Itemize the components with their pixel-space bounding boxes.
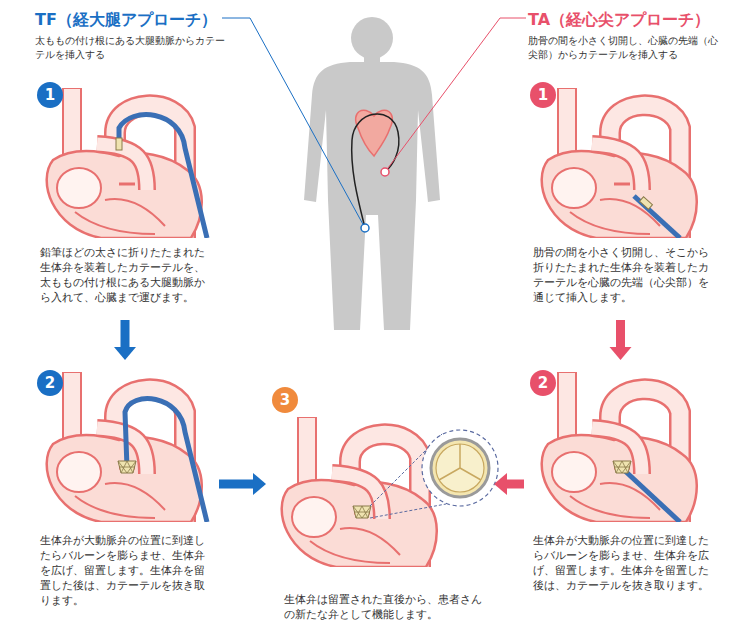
crimped-valve <box>640 197 653 209</box>
body-heart <box>356 110 393 156</box>
arrow-shaft <box>506 480 524 489</box>
callout-number: 1 <box>37 82 63 108</box>
step-panel: 1 肋骨の間を小さく切開し、そこから折りたたまれた生体弁を装着したカテーテルを心臓… <box>528 80 713 312</box>
heart-illustration <box>270 392 500 587</box>
step-panel: 2 生体弁が大動脈弁の位置に到達したらバルーンを膨らませ、生体弁を広げ、留置します… <box>528 368 713 600</box>
heart-illustration <box>530 88 710 238</box>
body-silhouette <box>304 62 440 330</box>
heading-subtext: 肋骨の間を小さく切開し、心臓の先端（心尖部）からカテーテルを挿入する <box>528 34 718 62</box>
heading-text: TF（経大腿アプローチ） <box>35 10 225 30</box>
implanted-valve <box>353 506 371 518</box>
flow-arrow <box>114 320 136 360</box>
heart-illustration <box>530 372 710 522</box>
arrow-shaft <box>219 480 254 489</box>
callout-number: 1 <box>530 82 556 108</box>
catheter <box>119 115 207 238</box>
step-description: 生体弁は留置された直後から、患者さんの新たな弁として機能します。 <box>284 592 489 622</box>
step-description: 生体弁が大動脈弁の位置に到達したらバルーンを膨らませ、生体弁を広げ、留置します。… <box>533 533 711 593</box>
callout-number: 2 <box>530 370 556 396</box>
body-head <box>351 17 393 59</box>
callout-number: 2 <box>37 370 63 396</box>
valve-leaflets <box>436 444 484 492</box>
crimped-valve <box>116 138 122 150</box>
arrow-shaft <box>616 320 625 348</box>
heading-text: TA（経心尖アプローチ） <box>528 10 718 30</box>
zoom-line <box>370 504 446 518</box>
zoom-circle <box>422 430 498 506</box>
catheter <box>125 399 207 522</box>
leaflet-lines <box>439 444 481 480</box>
arrow-head <box>253 473 266 495</box>
heart-illustration <box>35 88 215 238</box>
expanded-valve <box>613 461 631 473</box>
step-panel: 2生体弁が大動脈弁の位置に到達したらバルーンを膨らませ、生体弁を広げ、留置します… <box>35 368 215 600</box>
catheter <box>634 196 680 238</box>
step-panel: 1 鉛筆ほどの太さに折りたたまれた生体弁を装着したカテーテルを、太ももの付け根にあ… <box>35 80 215 312</box>
catheter <box>624 470 680 522</box>
approach-heading: TF（経大腿アプローチ） 太ももの付け根にある大腿動脈からカテーテルを挿入する <box>35 10 225 68</box>
entry-point <box>361 224 369 232</box>
heart <box>542 372 697 522</box>
arrow-head <box>114 347 136 360</box>
entry-point <box>381 168 389 176</box>
heading-subtext: 太ももの付け根にある大腿動脈からカテーテルを挿入する <box>35 34 225 62</box>
leader-line <box>222 18 365 228</box>
step-description: 鉛筆ほどの太さに折りたたまれた生体弁を装着したカテーテルを、太ももの付け根にある… <box>40 245 215 305</box>
arrow-shaft <box>121 320 130 348</box>
flow-arrow <box>494 473 524 495</box>
step-description: 肋骨の間を小さく切開し、そこから折りたたまれた生体弁を装着したカテーテルを心臓の… <box>533 245 711 305</box>
heart <box>542 88 697 238</box>
step-description: 生体弁が大動脈弁の位置に到達したらバルーンを膨らませ、生体弁を広げ、留置します。… <box>40 533 215 608</box>
callout-number: 3 <box>272 387 298 413</box>
heart-illustration <box>35 372 215 522</box>
step-panel: 3 生体弁は留置された直後から、患者さんの新たな弁として機能します。 <box>270 385 490 630</box>
approach-heading: TA（経心尖アプローチ） 肋骨の間を小さく切開し、心臓の先端（心尖部）からカテーテ… <box>528 10 718 68</box>
arrow-head <box>494 473 507 495</box>
heart <box>47 88 202 238</box>
valve-ring <box>431 439 489 497</box>
arrow-head <box>610 347 632 360</box>
leader-line <box>385 18 526 172</box>
flow-arrow <box>610 320 632 360</box>
expanded-valve <box>118 461 136 473</box>
catheter-path <box>352 114 399 228</box>
heart <box>282 417 437 567</box>
flow-arrow <box>219 473 266 495</box>
